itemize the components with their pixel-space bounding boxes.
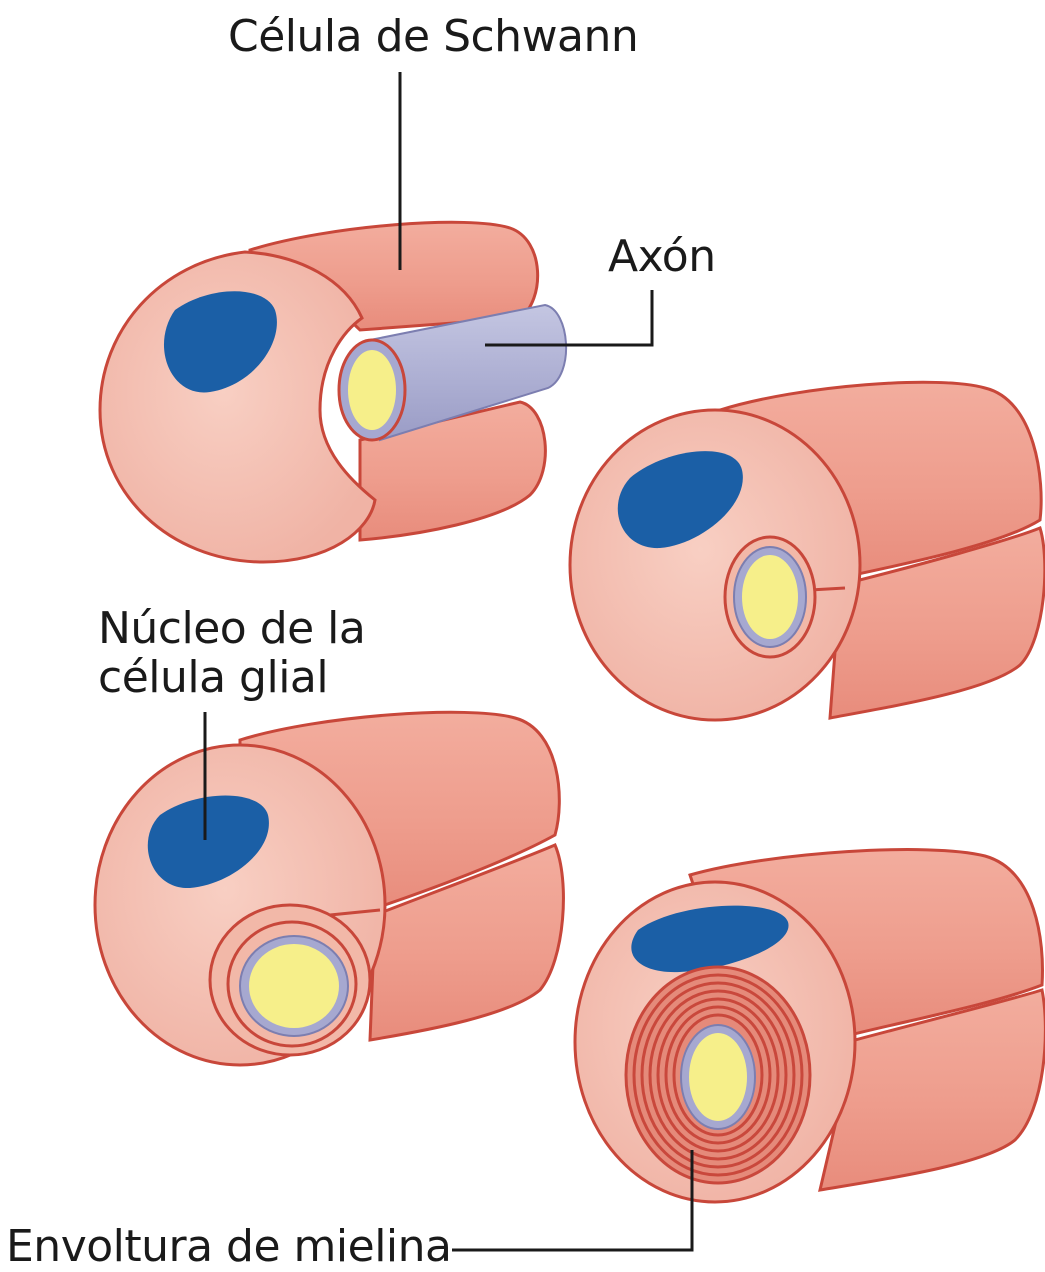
stage-4-axon-core (689, 1033, 747, 1121)
stage-1-schwann-cell (100, 222, 566, 562)
stage-3-schwann-cell (95, 712, 563, 1065)
label-glial-nucleus-line-1: Núcleo de la (98, 604, 365, 653)
label-glial-nucleus: Núcleo de la célula glial (98, 604, 365, 703)
label-axon: Axón (608, 232, 716, 281)
label-glial-nucleus-line-2: célula glial (98, 653, 365, 702)
stage-1-axon-core (348, 350, 396, 430)
stage-3-axon-core (249, 944, 339, 1028)
stage-2-schwann-cell (570, 382, 1045, 720)
label-myelin-sheath: Envoltura de mielina (6, 1222, 452, 1271)
label-schwann-cell: Célula de Schwann (228, 12, 638, 61)
stage-2-axon-core (742, 555, 798, 639)
stage-4-schwann-cell (575, 850, 1045, 1202)
